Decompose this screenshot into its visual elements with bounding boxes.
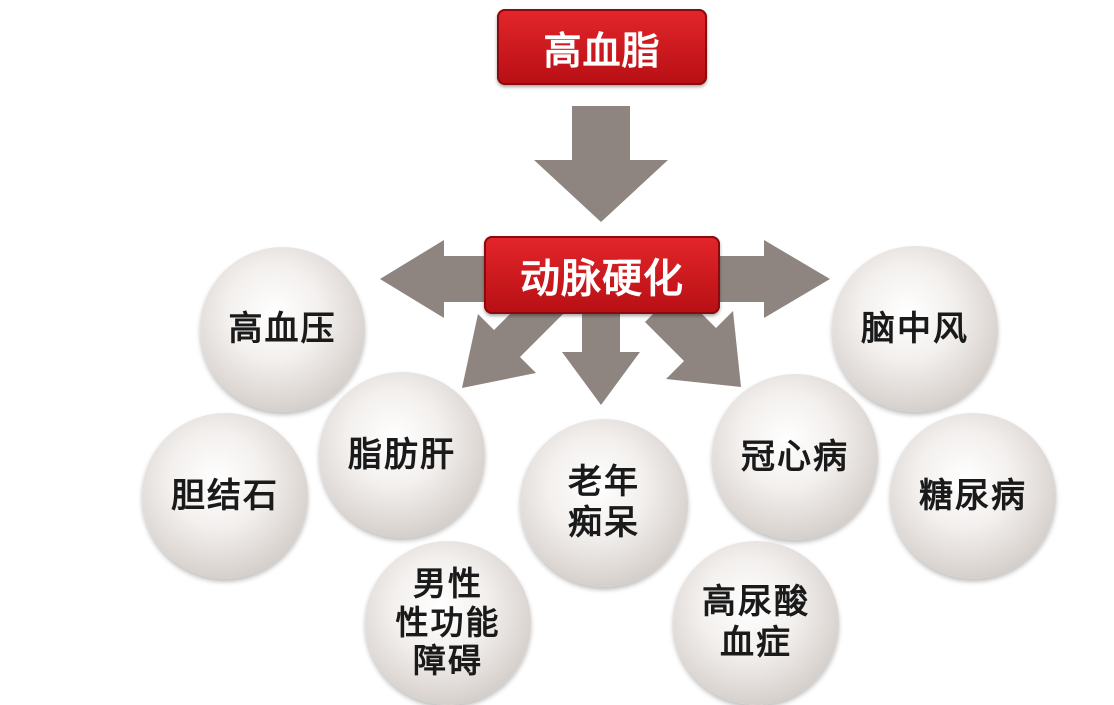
ball-label: 胆结石 [171, 475, 279, 516]
arrow-down-right [645, 311, 741, 387]
ball-label: 老年 痴呆 [568, 462, 640, 543]
ball-label: 冠心病 [741, 436, 849, 477]
middle-box-label: 动脉硬化 [520, 256, 684, 302]
top-box-label: 高血脂 [543, 28, 661, 73]
arrow-left [380, 240, 486, 318]
ball-fatty-liver: 脂肪肝 [319, 372, 485, 538]
arrow-down-left [462, 312, 565, 388]
ball-hyperuricemia: 高尿酸 血症 [673, 541, 839, 705]
ball-diabetes: 糖尿病 [890, 413, 1056, 579]
middle-box-arteriosclerosis: 动脉硬化 [484, 236, 720, 314]
ball-male-sexual-dysfunction: 男性 性功能 障碍 [365, 541, 531, 705]
ball-dementia: 老年 痴呆 [520, 419, 688, 587]
ball-label: 高血压 [228, 309, 337, 350]
ball-hypertension: 高血压 [200, 247, 365, 412]
ball-label: 脑中风 [861, 308, 969, 349]
arrow-right [720, 240, 830, 318]
top-box-hyperlipidemia: 高血脂 [497, 9, 707, 85]
ball-gallstone: 胆结石 [142, 413, 308, 579]
ball-label: 高尿酸 血症 [702, 582, 810, 663]
arrow-down-center [562, 312, 640, 405]
ball-coronary: 冠心病 [712, 374, 878, 540]
ball-label: 男性 性功能 障碍 [395, 563, 501, 681]
arrow-down-main [534, 106, 668, 222]
ball-label: 脂肪肝 [348, 434, 456, 475]
ball-stroke: 脑中风 [832, 246, 998, 412]
ball-label: 糖尿病 [919, 475, 1027, 516]
